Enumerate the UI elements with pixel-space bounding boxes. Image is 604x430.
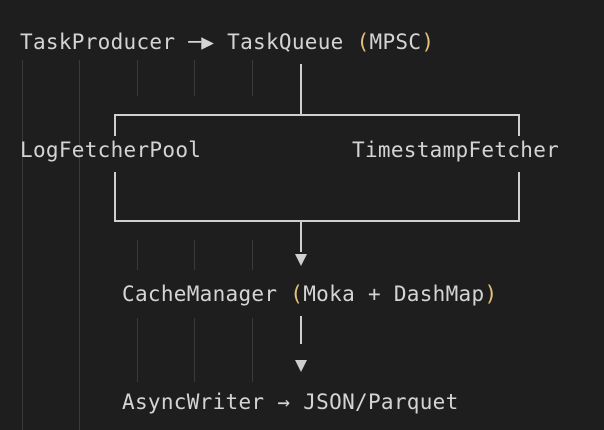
producer-row: TaskProducer ─▶ TaskQueue (MPSC)	[20, 28, 434, 56]
timestamp-fetcher-label: TimestampFetcher	[352, 138, 560, 162]
split-bar-top	[114, 114, 520, 116]
indent-guide	[194, 240, 195, 270]
merge-right-rise	[518, 172, 520, 222]
task-queue-detail: MPSC	[369, 30, 422, 54]
cache-row: CacheManager (Moka + DashMap)	[122, 280, 497, 308]
indent-guide	[137, 60, 138, 96]
indent-guide	[252, 60, 253, 96]
cache-manager-label: CacheManager	[122, 282, 278, 306]
output-formats-label: JSON/Parquet	[303, 390, 459, 414]
cache-manager-detail: Moka + DashMap	[303, 282, 485, 306]
split-right-drop	[518, 114, 520, 136]
merge-bar-bottom	[114, 220, 520, 222]
close-paren: )	[421, 30, 435, 54]
indent-guide	[194, 318, 195, 382]
arrow-down-icon	[295, 360, 307, 372]
writer-row: AsyncWriter → JSON/Parquet	[122, 388, 459, 416]
merge-connector	[300, 220, 302, 252]
open-paren: (	[356, 30, 370, 54]
indent-guide	[252, 240, 253, 270]
indent-guide	[22, 60, 23, 430]
indent-guide	[137, 240, 138, 270]
indent-guide	[79, 60, 80, 430]
log-fetcher-pool-label: LogFetcherPool	[20, 138, 202, 162]
flow-arrow: ─▶	[188, 30, 215, 54]
cache-connector	[300, 316, 302, 344]
queue-connector	[300, 64, 302, 116]
indent-guide	[194, 60, 195, 96]
arrow-down-icon	[295, 254, 307, 266]
close-paren: )	[484, 282, 498, 306]
indent-guide	[252, 318, 253, 382]
task-producer-label: TaskProducer	[20, 30, 176, 54]
task-queue-label: TaskQueue	[227, 30, 344, 54]
indent-guide	[137, 318, 138, 382]
split-left-drop	[114, 114, 116, 136]
open-paren: (	[290, 282, 304, 306]
writer-arrow: →	[277, 390, 291, 414]
merge-left-rise	[114, 172, 116, 222]
async-writer-label: AsyncWriter	[122, 390, 265, 414]
